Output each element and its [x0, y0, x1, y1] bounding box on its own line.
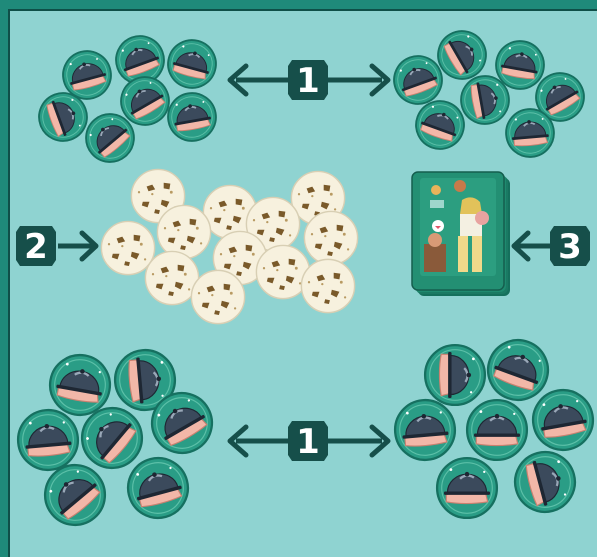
cloche-token-icon	[14, 406, 82, 474]
cookie-icon	[300, 258, 356, 314]
dish-token-group-bottom-right	[391, 330, 597, 520]
cloche-token-icon	[435, 456, 499, 520]
dish-token-group-top-left	[31, 28, 223, 173]
cookie-icon	[156, 204, 212, 260]
cookie-token-group	[100, 168, 359, 325]
cookie-icon	[144, 250, 200, 306]
card-deck-icon	[411, 171, 510, 296]
step-marker-top: 1	[288, 60, 328, 101]
cloche-token-icon	[423, 343, 487, 407]
cloche-token-icon	[391, 396, 459, 464]
arrow-left-icon	[511, 230, 552, 262]
step-number-left: 2	[24, 227, 48, 267]
cloche-token-icon	[120, 450, 196, 526]
cloche-token-icon	[507, 444, 583, 520]
dish-token-group-bottom-left	[14, 346, 224, 539]
step-number-bottom: 1	[296, 422, 320, 462]
cloche-token-icon	[161, 33, 223, 95]
cookie-icon	[100, 220, 156, 276]
step-number-top: 1	[296, 61, 320, 101]
dish-token-group-top-right	[386, 21, 594, 160]
cloche-token-icon	[465, 398, 529, 462]
cookie-icon	[190, 269, 246, 325]
cloche-token-icon	[163, 88, 221, 146]
step-marker-left: 2	[16, 226, 56, 267]
cloche-token-icon	[527, 384, 597, 456]
step-marker-right: 3	[550, 226, 590, 267]
step-marker-bottom: 1	[288, 421, 328, 462]
step-number-right: 3	[558, 227, 582, 267]
cookie-icon	[303, 210, 359, 266]
arrow-right-icon	[58, 230, 99, 262]
